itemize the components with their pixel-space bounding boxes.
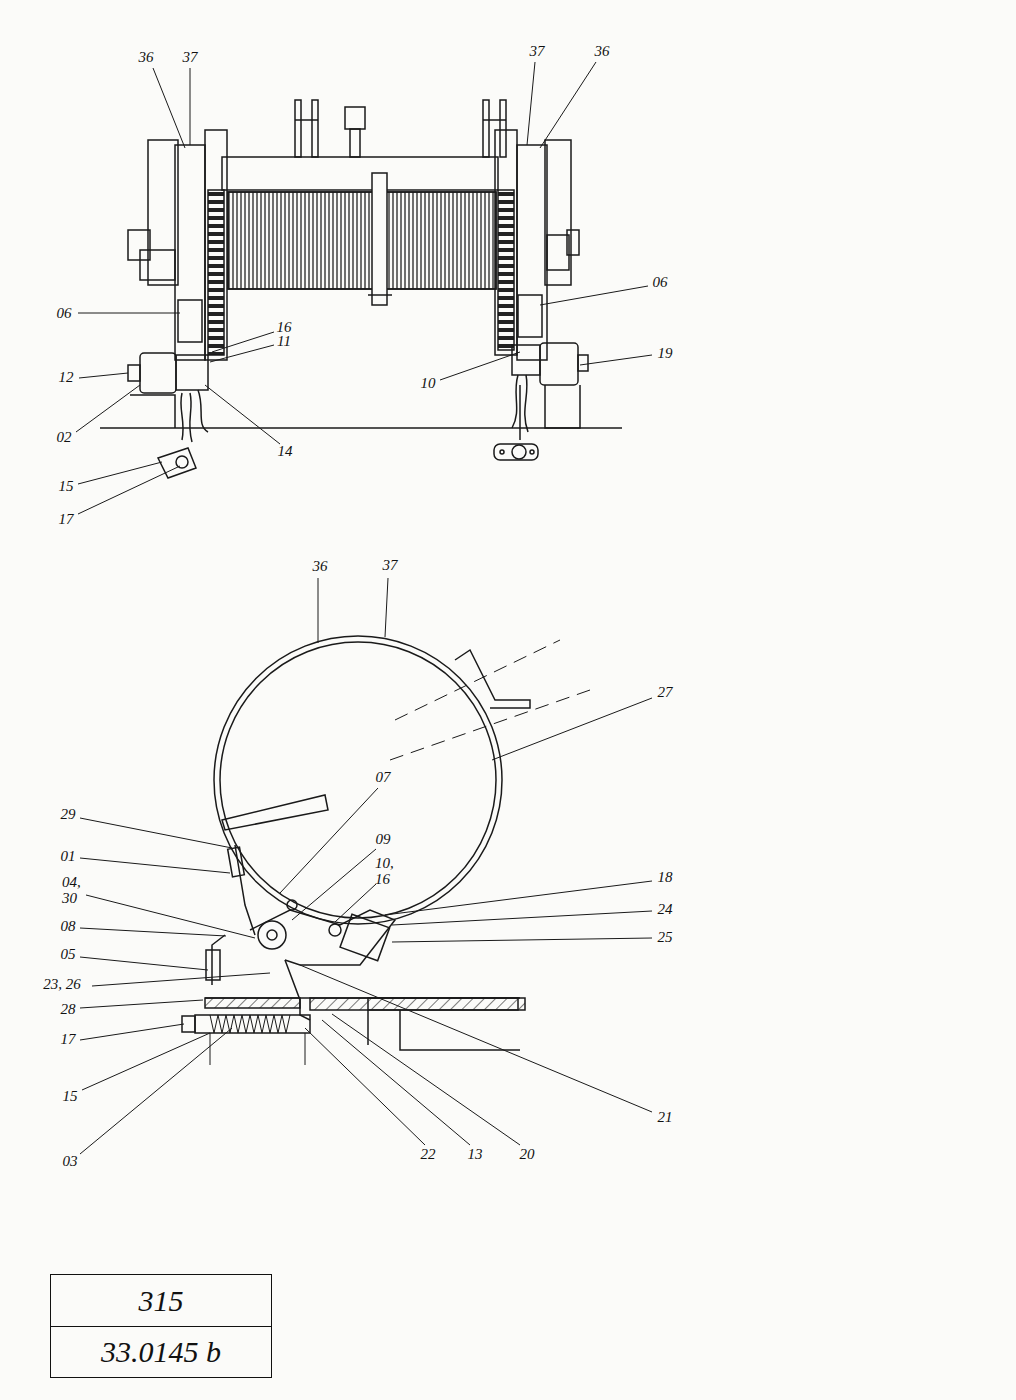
callout-number: 03 (62, 1154, 79, 1170)
callout-number: 06 (652, 275, 669, 291)
callout-number: 17 (58, 512, 75, 528)
callout-number: 28 (60, 1002, 77, 1018)
callout-number: 05 (60, 947, 77, 963)
callout-number: 25 (657, 930, 674, 946)
callout-number: 19 (657, 346, 674, 362)
callout-number: 36 (594, 44, 611, 60)
callout-number: 15 (58, 479, 75, 495)
callout-number: 18 (657, 870, 674, 886)
callout-number: 14 (277, 444, 294, 460)
callout-number: 37 (382, 558, 399, 574)
callout-number: 24 (657, 902, 674, 918)
callout-number: 06 (56, 306, 73, 322)
callout-number: 15 (62, 1089, 79, 1105)
callout-number: 11 (276, 334, 292, 350)
callout-number: 01 (60, 849, 77, 865)
callout-number: 13 (467, 1147, 484, 1163)
callout-number: 09 (375, 832, 392, 848)
title-cell: 315 (51, 1275, 271, 1326)
callout-number: 21 (657, 1110, 674, 1126)
callout-number: 10 (420, 376, 437, 392)
callout-number: 36 (312, 559, 329, 575)
callout-number: 10, 16 (374, 856, 400, 888)
callout-number: 29 (60, 807, 77, 823)
title-block: 31533.0145 b (50, 1274, 272, 1378)
callout-number: 23, 26 (42, 977, 82, 993)
callout-number: 17 (60, 1032, 77, 1048)
callout-number: 12 (58, 370, 75, 386)
callout-number: 27 (657, 685, 674, 701)
callout-number: 37 (182, 50, 199, 66)
callout-number: 22 (420, 1147, 437, 1163)
callout-number: 04, 30 (61, 875, 87, 907)
callout-number: 20 (519, 1147, 536, 1163)
callout-number: 37 (529, 44, 546, 60)
title-cell: 33.0145 b (51, 1326, 271, 1377)
callout-number: 08 (60, 919, 77, 935)
callout-number: 07 (375, 770, 392, 786)
callout-number: 36 (138, 50, 155, 66)
callout-number: 02 (56, 430, 73, 446)
